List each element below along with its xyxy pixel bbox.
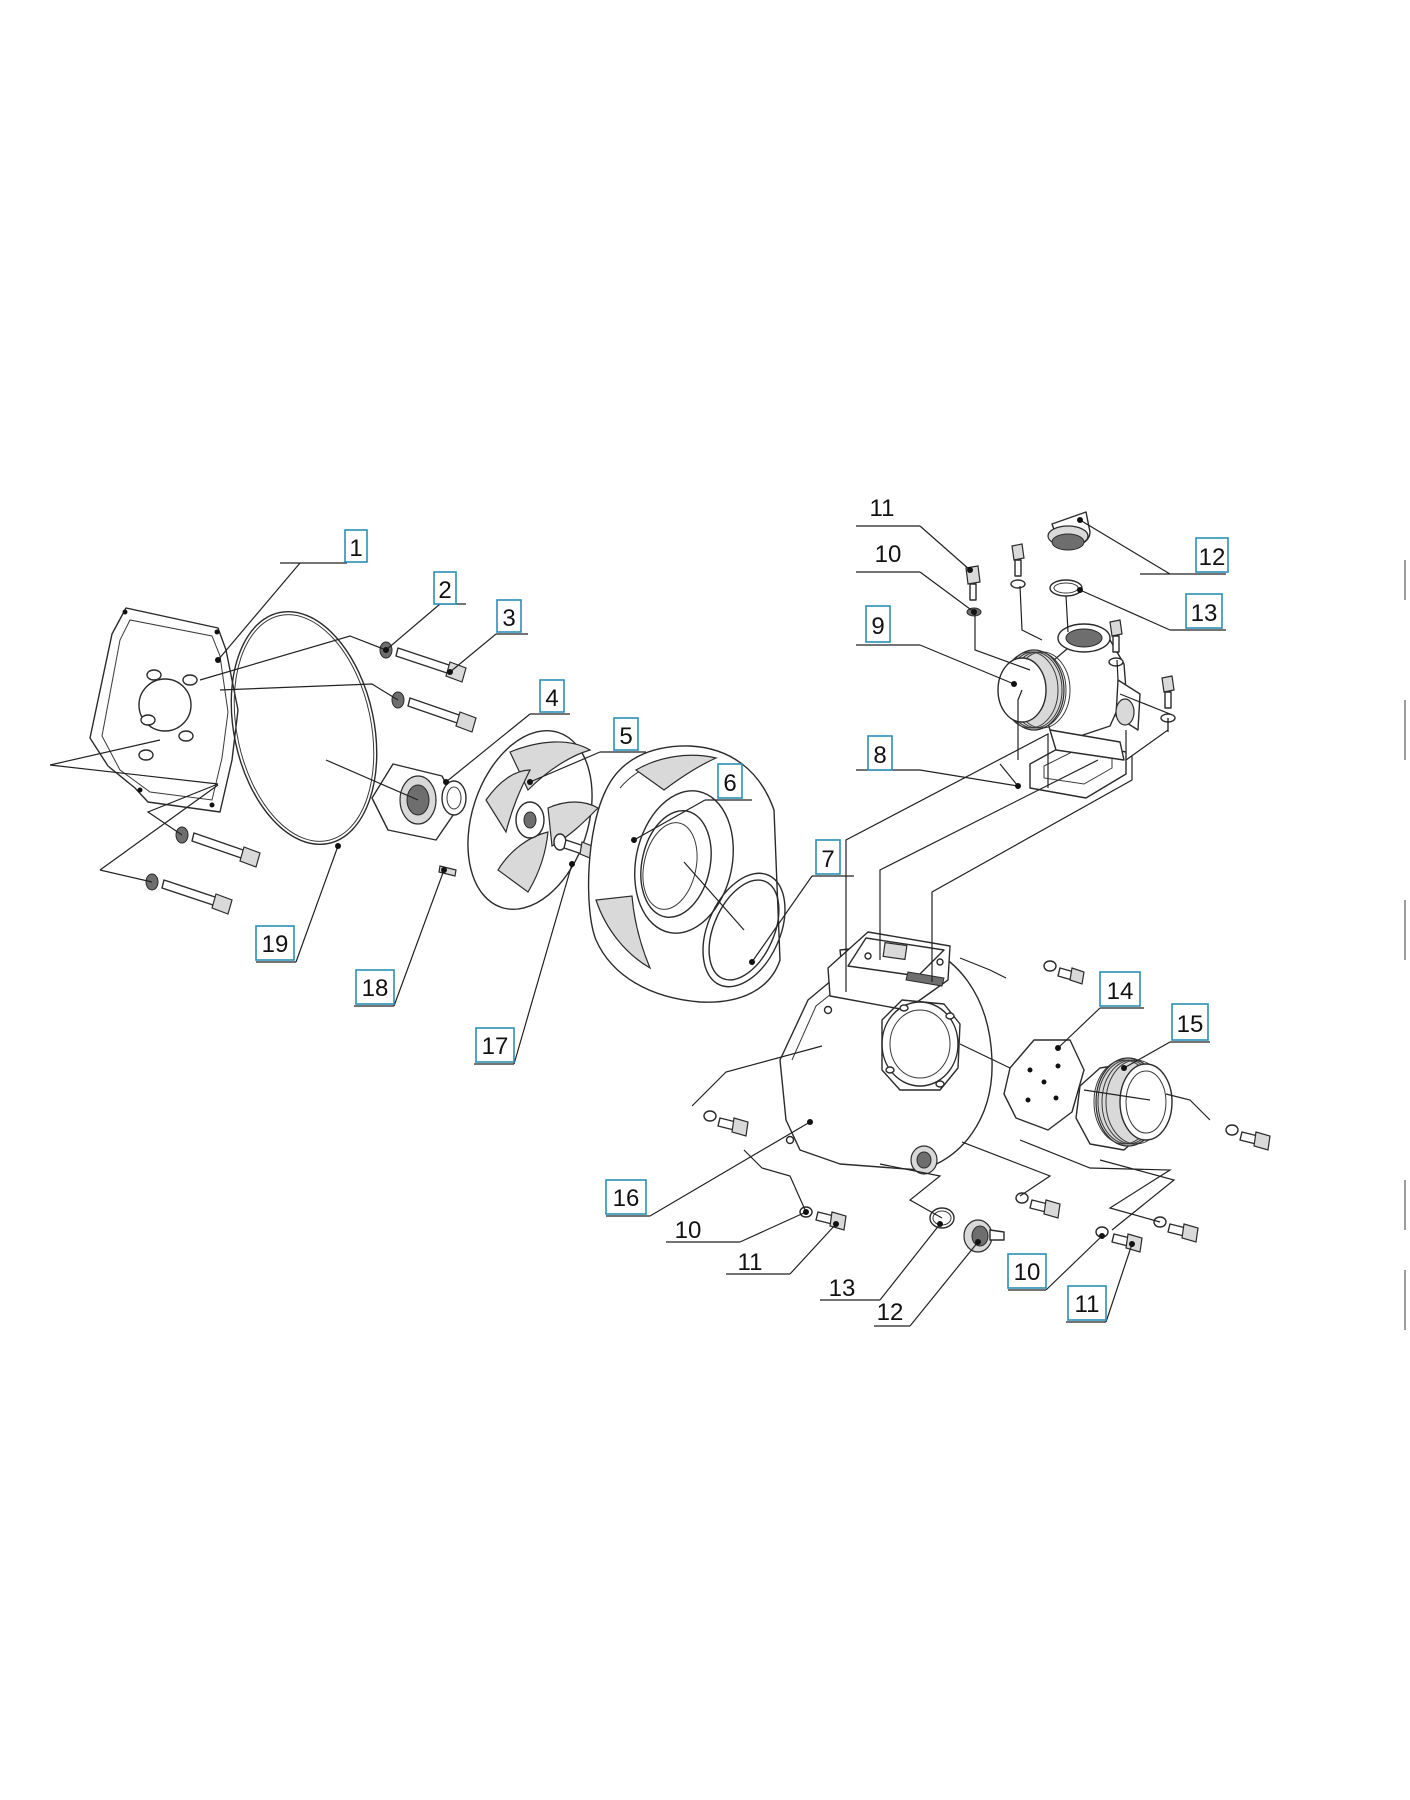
part-14-gasket	[1003, 1039, 1085, 1131]
callout-10-bottom-right: 10	[1007, 1233, 1105, 1291]
callout-17: 17	[474, 861, 575, 1065]
part-4-seal-assembly	[371, 763, 467, 841]
callout-label-19: 19	[262, 931, 289, 958]
part-16-pump-housing	[779, 931, 993, 1175]
callout-12-bottom: 12	[874, 1239, 981, 1327]
callout-label-13-bottom: 13	[829, 1275, 856, 1302]
callout-label-18: 18	[362, 975, 389, 1002]
callout-4: 4	[443, 679, 570, 785]
callout-label-12-bottom: 12	[877, 1299, 904, 1326]
part-12-drain-plug	[963, 1219, 1005, 1253]
part-5-impeller	[467, 729, 599, 911]
callout-label-10-bottom-right: 10	[1014, 1259, 1041, 1286]
callout-3: 3	[447, 599, 528, 675]
callout-12-top: 12	[1077, 517, 1229, 575]
callout-label-3: 3	[502, 605, 515, 632]
callout-16: 16	[605, 1119, 813, 1217]
callout-9: 9	[856, 605, 1017, 687]
callout-label-5: 5	[619, 723, 632, 750]
callout-7: 7	[749, 839, 854, 965]
callout-1: 1	[215, 529, 368, 663]
part-19-o-ring	[230, 610, 378, 846]
callout-label-17: 17	[482, 1033, 509, 1060]
callout-13-bottom: 13	[820, 1221, 943, 1302]
callout-label-11-bottom-right: 11	[1075, 1291, 1100, 1318]
callout-10-top: 10	[856, 541, 977, 615]
callout-19: 19	[255, 843, 341, 963]
callout-11-top: 11	[856, 495, 973, 573]
part-13-top-o-ring	[1049, 579, 1083, 597]
callout-label-7: 7	[821, 846, 834, 873]
callout-5: 5	[527, 717, 646, 785]
part-17-impeller-bolt	[553, 833, 593, 859]
callout-15: 15	[1121, 1003, 1210, 1071]
callout-10-bottom-left: 10	[666, 1209, 809, 1244]
part-7-ring	[702, 872, 786, 988]
callout-label-6: 6	[723, 770, 736, 797]
callout-label-16: 16	[613, 1185, 640, 1212]
callout-18: 18	[354, 867, 447, 1007]
callout-11-bottom-left: 11	[726, 1221, 839, 1276]
callout-label-10-bottom-left: 10	[675, 1217, 702, 1244]
callout-label-11-top: 11	[870, 495, 895, 522]
callout-label-15: 15	[1177, 1011, 1204, 1038]
bolt-set-upper	[379, 641, 477, 733]
callout-6: 6	[631, 763, 752, 843]
elbow-bolts	[965, 543, 1176, 723]
callout-2: 2	[383, 571, 466, 653]
callout-11-bottom-right: 11	[1066, 1241, 1135, 1323]
callout-label-8: 8	[873, 742, 886, 769]
callout-label-9: 9	[871, 613, 884, 640]
callouts: 1 2 3 4	[215, 495, 1229, 1327]
callout-label-10-top: 10	[875, 541, 902, 568]
callout-8: 8	[856, 735, 1021, 789]
callout-label-2: 2	[438, 577, 451, 604]
callout-14: 14	[1055, 971, 1144, 1051]
assembly-lines	[49, 585, 1211, 1231]
callout-label-13-top: 13	[1191, 600, 1218, 627]
bolt-set-lower	[145, 826, 261, 915]
callout-label-4: 4	[545, 685, 558, 712]
callout-label-11-bottom-left: 11	[738, 1249, 763, 1276]
part-12-fill-cap-top	[1047, 511, 1091, 551]
callout-label-12-top: 12	[1199, 544, 1226, 571]
callout-label-14: 14	[1107, 978, 1134, 1005]
part-1-back-plate	[89, 607, 239, 813]
callout-13-top: 13	[1077, 587, 1226, 631]
part-15-inlet-flange	[1075, 1057, 1173, 1151]
callout-label-1: 1	[349, 535, 362, 562]
